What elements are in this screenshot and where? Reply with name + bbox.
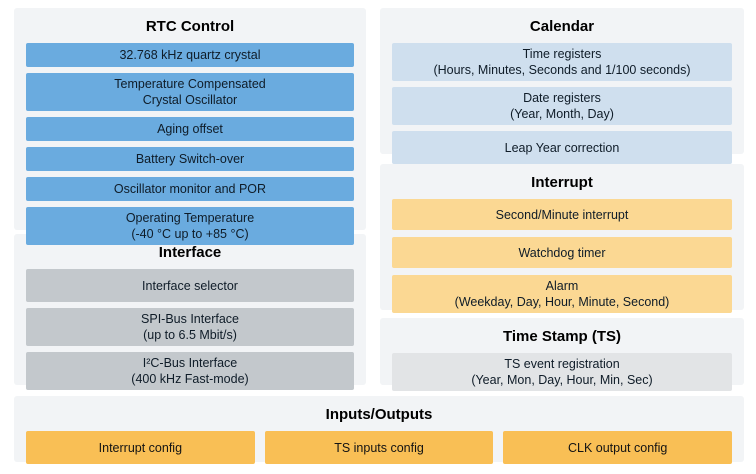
panel-interrupt: Interrupt Second/Minute interrupt Watchd… — [380, 164, 744, 313]
left-column: RTC Control 32.768 kHz quartz crystal Te… — [14, 8, 366, 390]
time-stamp-title: Time Stamp (TS) — [502, 328, 622, 345]
panel-rtc-control: RTC Control 32.768 kHz quartz crystal Te… — [14, 8, 366, 245]
interrupt-boxes: Second/Minute interrupt Watchdog timer A… — [392, 199, 732, 313]
box-i2c-bus-interface: I²C-Bus Interface (400 kHz Fast-mode) — [26, 352, 354, 390]
box-battery-switchover: Battery Switch-over — [26, 147, 354, 171]
panel-time-stamp: Time Stamp (TS) TS event registration (Y… — [380, 318, 744, 391]
box-tcxo: Temperature Compensated Crystal Oscillat… — [26, 73, 354, 111]
box-interface-selector: Interface selector — [26, 269, 354, 302]
box-time-registers: Time registers (Hours, Minutes, Seconds … — [392, 43, 732, 81]
inputs-outputs-title: Inputs/Outputs — [325, 406, 433, 423]
box-ts-inputs-config: TS inputs config — [264, 431, 494, 464]
box-operating-temperature: Operating Temperature (-40 °C up to +85 … — [26, 207, 354, 245]
panel-inputs-outputs: Inputs/Outputs Interrupt config TS input… — [14, 396, 744, 464]
rtc-control-title: RTC Control — [145, 18, 235, 35]
time-stamp-boxes: TS event registration (Year, Mon, Day, H… — [392, 353, 732, 391]
box-date-registers: Date registers (Year, Month, Day) — [392, 87, 732, 125]
box-quartz-crystal: 32.768 kHz quartz crystal — [26, 43, 354, 67]
inputs-outputs-boxes: Interrupt config TS inputs config CLK ou… — [26, 431, 733, 464]
interface-boxes: Interface selector SPI-Bus Interface (up… — [26, 269, 354, 390]
box-leap-year-correction: Leap Year correction — [392, 131, 732, 164]
bottom-row: Inputs/Outputs Interrupt config TS input… — [14, 396, 744, 464]
box-clk-output-config: CLK output config — [503, 431, 733, 464]
box-aging-offset: Aging offset — [26, 117, 354, 141]
calendar-title: Calendar — [529, 18, 595, 35]
box-oscillator-monitor-por: Oscillator monitor and POR — [26, 177, 354, 201]
box-ts-event-registration: TS event registration (Year, Mon, Day, H… — [392, 353, 732, 391]
box-watchdog-timer: Watchdog timer — [392, 237, 732, 268]
box-alarm: Alarm (Weekday, Day, Hour, Minute, Secon… — [392, 275, 732, 313]
right-column: Calendar Time registers (Hours, Minutes,… — [380, 8, 744, 391]
panel-interface: Interface Interface selector SPI-Bus Int… — [14, 234, 366, 390]
interface-title: Interface — [158, 244, 222, 261]
box-interrupt-config: Interrupt config — [26, 431, 255, 464]
calendar-boxes: Time registers (Hours, Minutes, Seconds … — [392, 43, 732, 164]
rtc-control-boxes: 32.768 kHz quartz crystal Temperature Co… — [26, 43, 354, 245]
panel-calendar: Calendar Time registers (Hours, Minutes,… — [380, 8, 744, 164]
box-second-minute-interrupt: Second/Minute interrupt — [392, 199, 732, 230]
interrupt-title: Interrupt — [531, 174, 593, 191]
box-spi-bus-interface: SPI-Bus Interface (up to 6.5 Mbit/s) — [26, 308, 354, 346]
